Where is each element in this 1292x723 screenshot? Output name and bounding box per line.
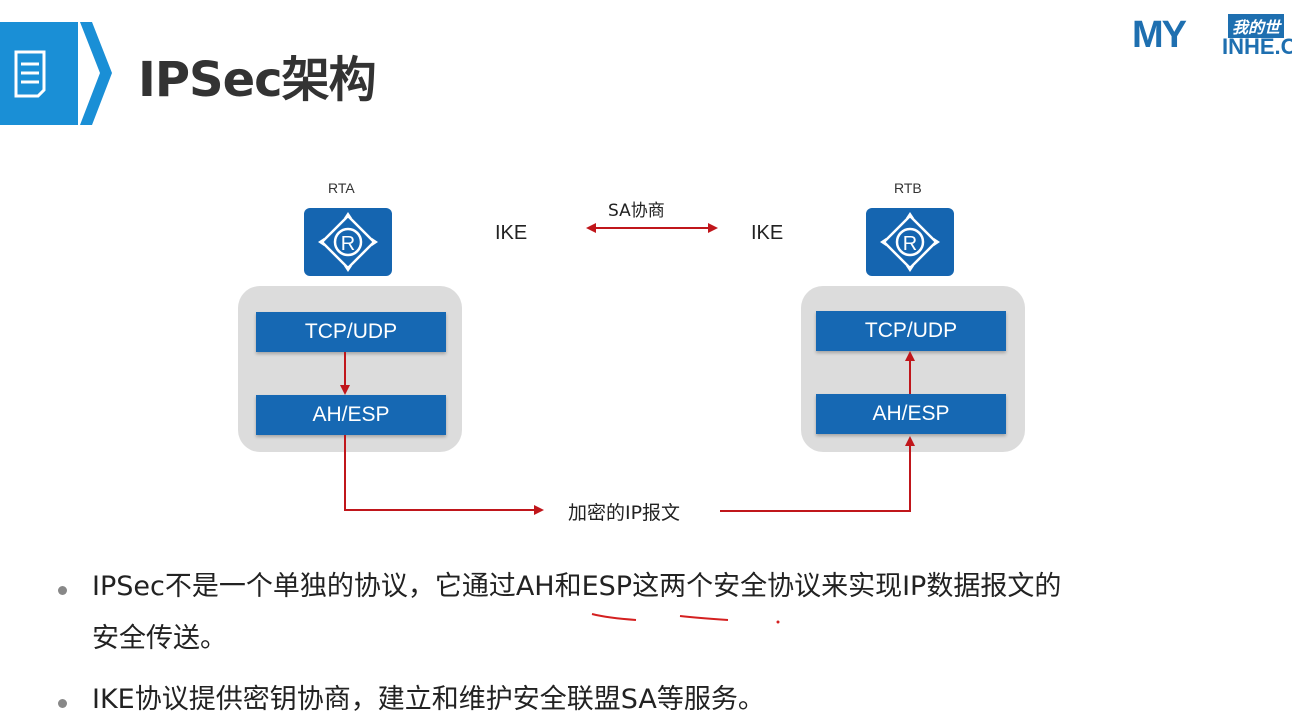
ike-label-left: IKE bbox=[495, 222, 528, 244]
bullet-1-line-1: IPSec不是一个单独的协议，它通过AH和ESP这两个安全协议来实现IP数据报文… bbox=[92, 571, 1062, 602]
document-icon bbox=[14, 50, 46, 98]
bullet-dot bbox=[58, 699, 67, 708]
router-rta-letter: R bbox=[341, 233, 355, 255]
chevron-right-icon bbox=[80, 22, 112, 125]
logo-chinese: 我的世 bbox=[1228, 14, 1285, 38]
bullet-1-line-2: 安全传送。 bbox=[92, 623, 227, 654]
bullet-dot bbox=[58, 586, 67, 595]
diagram-arrows bbox=[340, 223, 915, 515]
layer-tcp-udp-rta: TCP/UDP bbox=[256, 312, 446, 352]
ipsec-diagram: RTA RTB R R IKE IKE SA协商 TCP/UDP AH/ESP … bbox=[238, 180, 1025, 525]
router-label-rtb: RTB bbox=[894, 180, 922, 196]
router-rtb-letter: R bbox=[903, 233, 917, 255]
bullet-2-line-1: IKE协议提供密钥协商，建立和维护安全联盟SA等服务。 bbox=[92, 684, 765, 715]
router-symbol-icon: R bbox=[318, 212, 378, 272]
logo-sub: INHE.CO bbox=[1222, 34, 1292, 59]
logo-main: MY bbox=[1132, 14, 1187, 56]
layer-ah-esp-rtb: AH/ESP bbox=[816, 394, 1006, 434]
logo: MY 我的世 INHE.CO bbox=[1130, 10, 1292, 60]
router-rta-icon: R bbox=[304, 208, 392, 276]
router-rtb-icon: R bbox=[866, 208, 954, 276]
layer-tcp-udp-rtb: TCP/UDP bbox=[816, 311, 1006, 351]
page-title: IPSec架构 bbox=[138, 52, 377, 108]
title-banner bbox=[0, 22, 120, 125]
path-from-encrypted bbox=[720, 436, 915, 512]
layer-ah-esp-rta: AH/ESP bbox=[256, 395, 446, 435]
document-icon-box bbox=[0, 22, 78, 125]
router-label-rta: RTA bbox=[328, 180, 355, 196]
path-to-encrypted bbox=[344, 435, 544, 515]
encrypted-ip-packet-label: 加密的IP报文 bbox=[562, 498, 687, 525]
ike-label-right: IKE bbox=[751, 222, 784, 244]
router-symbol-icon: R bbox=[880, 212, 940, 272]
sa-negotiation-label: SA协商 bbox=[608, 201, 665, 221]
handwritten-underline bbox=[591, 613, 780, 624]
